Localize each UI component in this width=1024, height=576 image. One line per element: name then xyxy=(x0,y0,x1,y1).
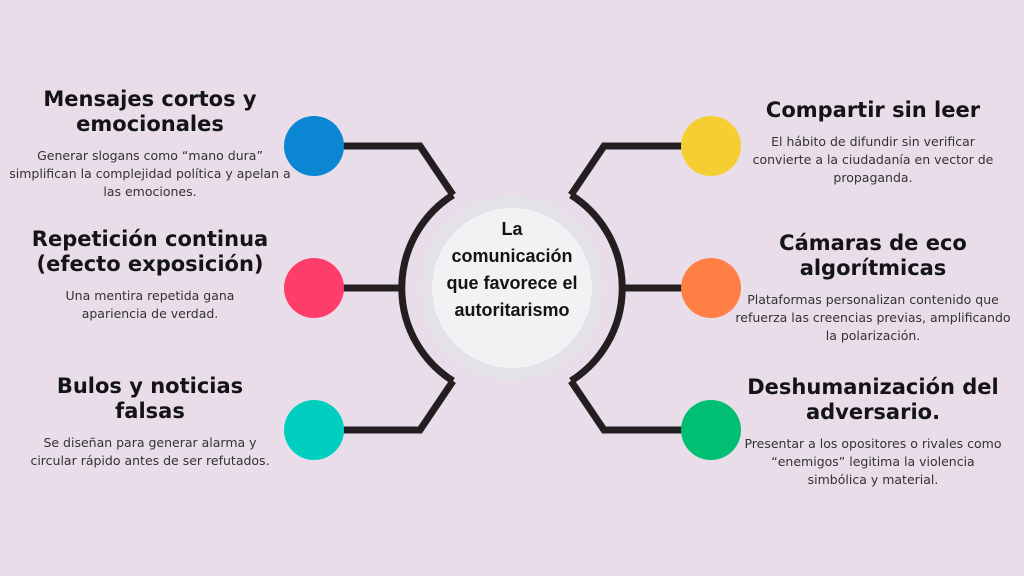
node-dot-right-2 xyxy=(681,258,741,318)
item-title: Mensajes cortos y emocionales xyxy=(43,87,257,136)
item-description: El hábito de difundir sin verificar conv… xyxy=(752,134,994,185)
item-title: Cámaras de eco algorítmicas xyxy=(779,231,967,280)
left-item-3: Bulos y noticias falsas Se diseñan para … xyxy=(5,374,295,470)
item-description: Una mentira repetida gana apariencia de … xyxy=(65,288,235,321)
central-topic: La comunicación que favorece el autorita… xyxy=(432,216,592,324)
item-title: Compartir sin leer xyxy=(765,98,981,122)
center-circle xyxy=(432,208,592,368)
connector-left-3 xyxy=(340,379,456,434)
left-item-1: Mensajes cortos y emocionales Generar sl… xyxy=(5,87,295,201)
item-description: Se diseñan para generar alarma y circula… xyxy=(30,435,270,468)
item-description: Generar slogans como “mano dura” simplif… xyxy=(9,148,291,199)
right-item-3: Deshumanización del adversario. Presenta… xyxy=(728,375,1018,489)
central-topic-line: La xyxy=(501,219,523,239)
connector-right-3 xyxy=(568,379,684,434)
node-dot-left-1 xyxy=(284,116,344,176)
item-title: Deshumanización del adversario. xyxy=(747,375,999,424)
central-topic-line: que favorece el xyxy=(446,273,578,293)
item-title: Bulos y noticias falsas xyxy=(56,374,244,423)
node-dot-right-3 xyxy=(681,400,741,460)
node-dot-left-2 xyxy=(284,258,344,318)
connector-right-1 xyxy=(568,142,684,197)
left-item-2: Repetición continua (efecto exposición) … xyxy=(5,227,295,323)
item-description: Plataformas personalizan contenido que r… xyxy=(735,292,1011,343)
central-topic-line: autoritarismo xyxy=(454,300,570,320)
connector-left-1 xyxy=(340,142,456,197)
right-item-1: Compartir sin leer El hábito de difundir… xyxy=(728,98,1018,187)
item-description: Presentar a los opositores o rivales com… xyxy=(744,436,1002,487)
item-title: Repetición continua (efecto exposición) xyxy=(31,227,269,276)
right-item-2: Cámaras de eco algorítmicas Plataformas … xyxy=(728,231,1018,345)
central-topic-line: comunicación xyxy=(451,246,573,266)
node-dot-right-1 xyxy=(681,116,741,176)
node-dot-left-3 xyxy=(284,400,344,460)
